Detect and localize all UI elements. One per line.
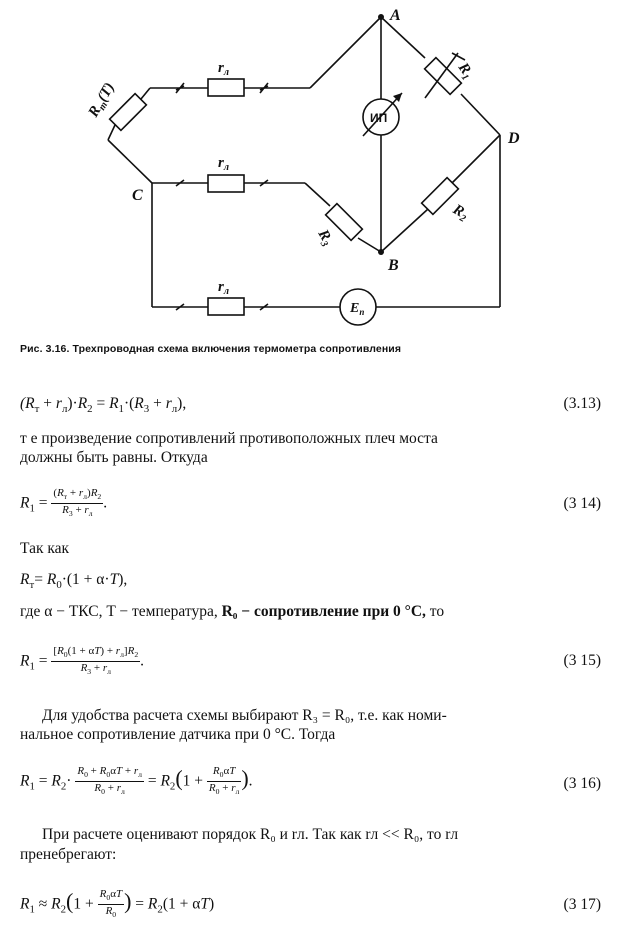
r2-label: R2 <box>448 201 471 225</box>
paragraph-5-line-2: пренебрегают: <box>20 846 117 863</box>
equation-number-3-17: (3 17) <box>563 896 601 913</box>
paragraph-4-line-1: Для удобства расчета схемы выбирают R₃ =… <box>42 707 447 724</box>
paragraph-4-line-2: нальное сопротивление датчика при 0 °С. … <box>20 726 336 743</box>
equation-rt: Rт= R0·(1 + α·T), <box>20 571 128 592</box>
meter-label: ИП <box>370 111 387 125</box>
source-label: Eп <box>349 301 364 317</box>
equation-number-3-13: (3.13) <box>563 395 601 412</box>
rl-label-bottom: rл <box>218 279 229 297</box>
equation-3-13: (Rт + rл)·R2 = R1·(R3 + rл), <box>20 395 187 416</box>
equation-number-3-14: (3 14) <box>563 495 601 512</box>
node-label-a: A <box>389 7 401 24</box>
circuit-diagram: A B C D rл rл rл Rт(T) R1 R2 R3 ИП Eп <box>85 7 520 326</box>
paragraph-3: где α − ТКС, T − температура, R₀ − сопро… <box>20 603 445 620</box>
paragraph-1-line-1: т е произведение сопротивлений противопо… <box>20 430 438 447</box>
figure-caption: Рис. 3.16. Трехпроводная схема включения… <box>20 343 402 355</box>
node-label-d: D <box>507 130 520 147</box>
equation-number-3-15: (3 15) <box>563 652 601 669</box>
equation-number-3-16: (3 16) <box>563 775 601 792</box>
paragraph-2: Так как <box>20 540 70 557</box>
node-label-b: B <box>387 257 399 274</box>
node-label-c: C <box>132 187 143 204</box>
paragraph-5-line-1: При расчете оценивают порядок R₀ и rл. Т… <box>42 826 459 843</box>
paragraph-1-line-2: должны быть равны. Откуда <box>20 449 208 466</box>
r3-label: R3 <box>312 226 336 249</box>
rl-label-top: rл <box>218 60 229 78</box>
rl-label-mid: rл <box>218 155 229 173</box>
